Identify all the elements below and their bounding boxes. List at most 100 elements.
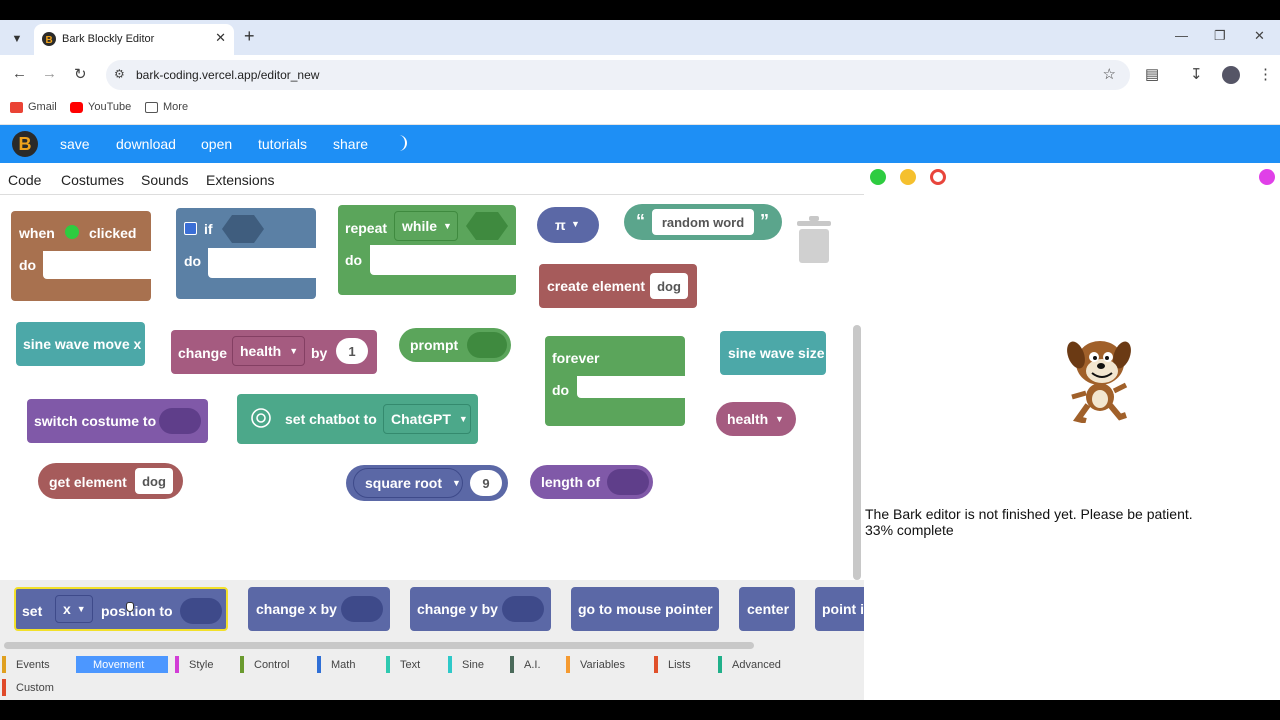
profile-avatar[interactable] bbox=[1222, 66, 1240, 84]
axis-dropdown[interactable]: x▼ bbox=[55, 595, 93, 623]
dog-sprite[interactable] bbox=[1064, 333, 1134, 423]
element-name-field[interactable]: dog bbox=[650, 273, 688, 299]
category-sine[interactable]: Sine bbox=[448, 656, 484, 673]
moon-icon[interactable] bbox=[393, 134, 411, 152]
center-block[interactable]: center bbox=[739, 587, 795, 631]
address-bar[interactable]: ⚙ bark-coding.vercel.app/editor_new ☆ bbox=[106, 60, 1130, 90]
pause-yellow-dot[interactable] bbox=[900, 169, 916, 185]
back-arrow-icon[interactable]: ← bbox=[12, 65, 27, 82]
category-events[interactable]: Events bbox=[2, 656, 50, 673]
repeat-while-block[interactable]: repeat while▼ do bbox=[338, 205, 516, 295]
bookmark-gmail[interactable]: Gmail bbox=[10, 101, 57, 113]
gear-mutator-icon[interactable] bbox=[184, 222, 197, 235]
number-field[interactable]: 9 bbox=[470, 470, 502, 496]
boolean-slot[interactable] bbox=[222, 215, 264, 243]
menu-save[interactable]: save bbox=[60, 136, 90, 152]
health-variable-block[interactable]: health ▼ bbox=[716, 402, 796, 436]
tab-extensions[interactable]: Extensions bbox=[206, 172, 275, 188]
length-of-block[interactable]: length of bbox=[530, 465, 653, 499]
get-element-block[interactable]: get element dog bbox=[38, 463, 183, 499]
progress-text: 33% complete bbox=[865, 522, 954, 538]
window-close-icon[interactable]: ✕ bbox=[1254, 28, 1265, 43]
category-movement[interactable]: Movement bbox=[76, 656, 168, 673]
input-slot[interactable] bbox=[607, 469, 649, 495]
trash-can-icon[interactable] bbox=[797, 215, 831, 263]
tab-costumes[interactable]: Costumes bbox=[61, 172, 125, 188]
create-element-block[interactable]: create element dog bbox=[539, 264, 697, 308]
element-name-field[interactable]: dog bbox=[135, 468, 173, 494]
forever-block[interactable]: forever do bbox=[545, 336, 685, 426]
minimize-icon[interactable]: — bbox=[1175, 28, 1188, 43]
bookmark-youtube[interactable]: YouTube bbox=[70, 101, 131, 113]
tab-list-chevron-icon[interactable]: ▼ bbox=[11, 33, 23, 45]
gmail-icon bbox=[10, 101, 23, 113]
category-style[interactable]: Style bbox=[175, 656, 213, 673]
change-x-block[interactable]: change x by bbox=[248, 587, 390, 631]
when-clicked-block[interactable]: when clicked do bbox=[11, 211, 151, 301]
sine-wave-move-x-block[interactable]: sine wave move x bbox=[16, 322, 145, 366]
restore-icon[interactable]: ❐ bbox=[1214, 28, 1226, 43]
category-advanced[interactable]: Advanced bbox=[718, 656, 781, 673]
change-y-block[interactable]: change y by bbox=[410, 587, 551, 631]
dropdown-arrow-icon[interactable]: ▼ bbox=[775, 414, 784, 424]
random-word-block[interactable]: “ random word ” bbox=[624, 204, 782, 240]
more-menu-icon[interactable]: ⋮ bbox=[1258, 66, 1273, 83]
workspace-vertical-scrollbar[interactable] bbox=[853, 325, 861, 580]
bookmark-star-icon[interactable]: ☆ bbox=[1102, 66, 1116, 83]
random-word-field[interactable]: random word bbox=[652, 209, 754, 235]
stop-red-dot[interactable] bbox=[930, 169, 946, 185]
fullscreen-magenta-dot[interactable] bbox=[1259, 169, 1275, 185]
category-math[interactable]: Math bbox=[317, 656, 355, 673]
tab-code[interactable]: Code bbox=[8, 172, 42, 188]
point-block[interactable]: point i bbox=[815, 587, 864, 631]
input-slot[interactable] bbox=[467, 332, 507, 358]
site-info-icon[interactable]: ⚙ bbox=[114, 67, 125, 81]
extensions-icon[interactable]: ▤ bbox=[1145, 66, 1160, 83]
category-text[interactable]: Text bbox=[386, 656, 420, 673]
tab-sounds[interactable]: Sounds bbox=[141, 172, 189, 188]
if-block[interactable]: if do bbox=[176, 208, 316, 299]
bookmark-more[interactable]: More bbox=[145, 101, 188, 113]
reload-icon[interactable]: ↻ bbox=[74, 66, 87, 83]
block-workspace[interactable]: when clicked do if do repeat while▼ do bbox=[0, 195, 864, 580]
dropdown-arrow-icon[interactable]: ▼ bbox=[571, 219, 580, 229]
prompt-block[interactable]: prompt bbox=[399, 328, 511, 362]
category-lists[interactable]: Lists bbox=[654, 656, 691, 673]
sine-wave-size-block[interactable]: sine wave size bbox=[720, 331, 826, 375]
category-custom[interactable]: Custom bbox=[2, 679, 54, 696]
set-position-block[interactable]: set x▼ position to bbox=[14, 587, 228, 631]
menu-share[interactable]: share bbox=[333, 136, 369, 152]
block-flyout[interactable]: set x▼ position to change x by change y … bbox=[0, 580, 864, 652]
amount-field[interactable]: 1 bbox=[336, 338, 368, 364]
variable-dropdown[interactable]: health▼ bbox=[232, 336, 305, 366]
new-tab-icon[interactable]: + bbox=[244, 26, 255, 46]
menu-download[interactable]: download bbox=[116, 136, 176, 152]
category-ai[interactable]: A.I. bbox=[510, 656, 541, 673]
change-variable-block[interactable]: change health▼ by 1 bbox=[171, 330, 377, 374]
block-text: position to bbox=[101, 603, 173, 619]
category-variables[interactable]: Variables bbox=[566, 656, 625, 673]
forward-arrow-icon[interactable]: → bbox=[42, 65, 57, 82]
stage-panel: The Bark editor is not finished yet. Ple… bbox=[864, 163, 1280, 700]
math-op-dropdown[interactable]: square root▼ bbox=[353, 468, 463, 498]
pi-constant-block[interactable]: π ▼ bbox=[537, 207, 599, 243]
chatbot-dropdown[interactable]: ChatGPT▼ bbox=[383, 404, 471, 434]
input-slot[interactable] bbox=[159, 408, 201, 434]
boolean-slot[interactable] bbox=[466, 212, 508, 240]
set-chatbot-block[interactable]: set chatbot to ChatGPT▼ bbox=[237, 394, 478, 444]
input-slot[interactable] bbox=[180, 598, 222, 624]
menu-open[interactable]: open bbox=[201, 136, 233, 152]
input-slot[interactable] bbox=[502, 596, 544, 622]
switch-costume-block[interactable]: switch costume to bbox=[27, 399, 208, 443]
download-icon[interactable]: ↧ bbox=[1190, 66, 1203, 83]
browser-tab[interactable]: B Bark Blockly Editor ✕ bbox=[34, 24, 234, 55]
input-slot[interactable] bbox=[341, 596, 383, 622]
flyout-horizontal-scrollbar[interactable] bbox=[4, 642, 754, 649]
run-green-dot[interactable] bbox=[870, 169, 886, 185]
category-control[interactable]: Control bbox=[240, 656, 289, 673]
menu-tutorials[interactable]: tutorials bbox=[258, 136, 308, 152]
repeat-mode-dropdown[interactable]: while▼ bbox=[394, 211, 458, 241]
square-root-block[interactable]: square root▼ 9 bbox=[346, 465, 508, 501]
go-to-mouse-block[interactable]: go to mouse pointer bbox=[571, 587, 719, 631]
tab-close-icon[interactable]: ✕ bbox=[215, 30, 226, 45]
